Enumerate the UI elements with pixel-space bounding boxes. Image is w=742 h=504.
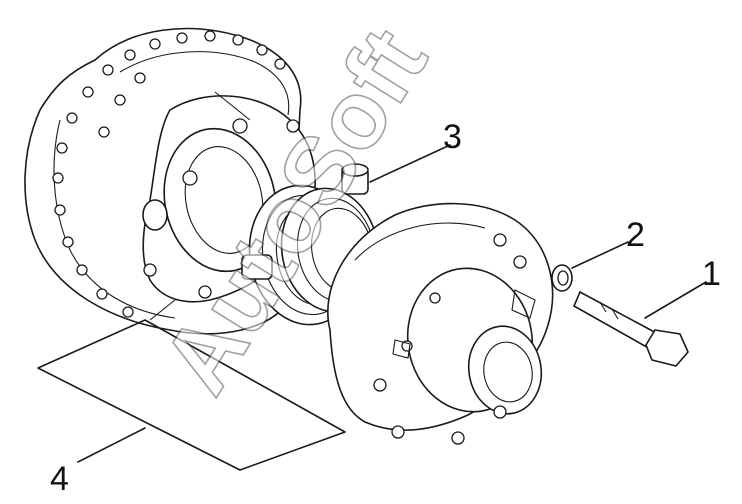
part-1-bolt — [572, 290, 689, 367]
part-2-washer — [551, 264, 573, 292]
callout-label-4: 4 — [50, 460, 69, 498]
callout-label-1: 1 — [702, 255, 721, 293]
part-3-gear-housing — [327, 202, 554, 445]
callout-label-2: 2 — [626, 216, 645, 254]
leader-lines — [37, 144, 707, 471]
callout-label-3: 3 — [443, 118, 462, 156]
